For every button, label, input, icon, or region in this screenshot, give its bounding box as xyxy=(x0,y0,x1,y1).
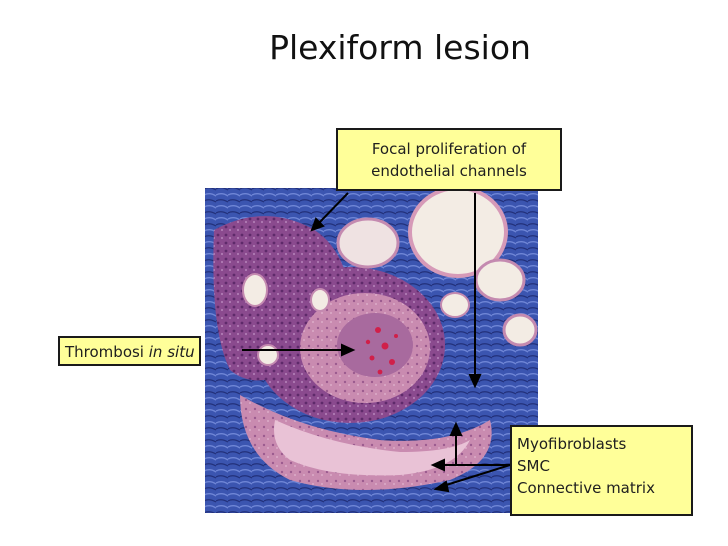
callout-cells-line2: SMC xyxy=(517,457,550,475)
callout-thrombosis-italic: in situ xyxy=(148,343,195,361)
lumen-upper-center xyxy=(336,217,400,269)
lower-vessel-lumen xyxy=(274,420,470,476)
callout-cells-line3: Connective matrix xyxy=(517,479,655,497)
lesion-inner-core xyxy=(337,313,413,377)
lumen-right-3 xyxy=(440,292,470,318)
thrombus-rbcs xyxy=(365,327,398,375)
pointer-arrows xyxy=(242,192,511,493)
callout-cells-line1: Myofibroblasts xyxy=(517,435,627,453)
lumen-small xyxy=(310,288,330,312)
callout-focal-line1: Focal proliferation of xyxy=(371,140,527,158)
callout-focal-line2: endothelial channels xyxy=(371,162,527,180)
lumen-right-1 xyxy=(474,258,526,302)
slide-title: Plexiform lesion xyxy=(269,28,531,67)
lumen-right-2 xyxy=(502,313,538,347)
lumen-left-2 xyxy=(257,344,279,366)
callout-thrombosis: Thrombosi in situ xyxy=(58,336,201,366)
callout-focal-proliferation: Focal proliferation of endothelial chann… xyxy=(336,128,562,191)
lumen-left-1 xyxy=(242,273,268,307)
callout-thrombosis-text: Thrombosi xyxy=(65,343,144,361)
callout-cell-types: Myofibroblasts SMC Connective matrix xyxy=(510,425,693,516)
